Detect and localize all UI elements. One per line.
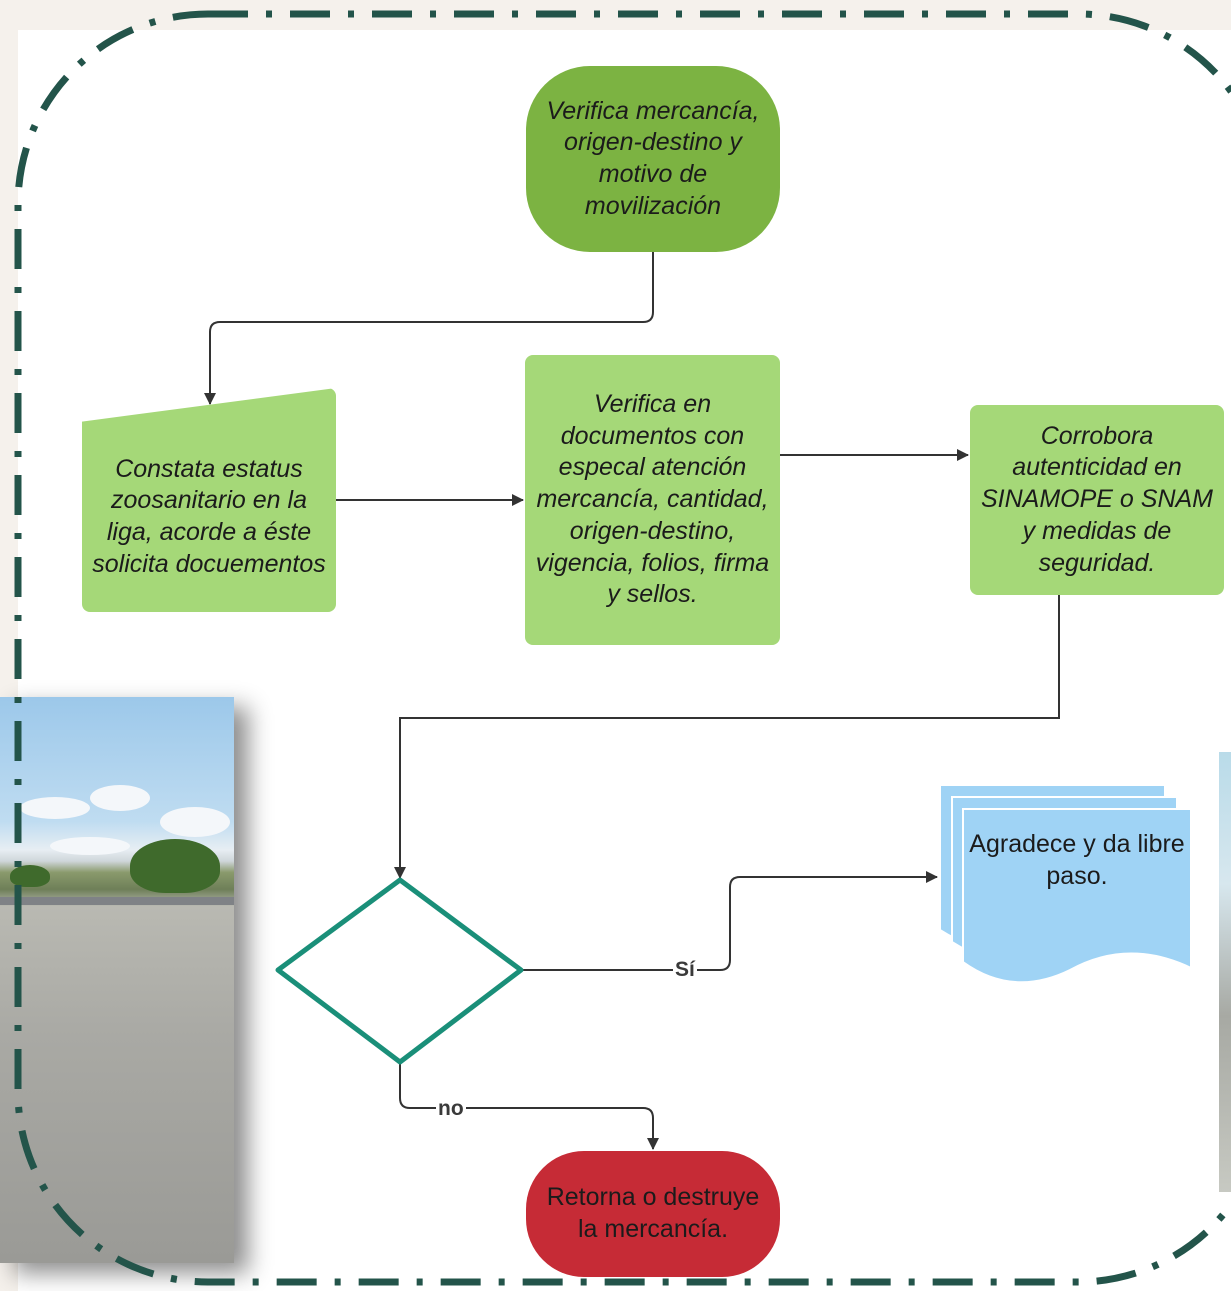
decision-diamond — [275, 877, 524, 1065]
edge-start-to-constata — [204, 252, 654, 405]
agradece-node-text: Agradece y da libre paso. — [969, 829, 1185, 891]
verifica-node: Verifica en documentos con especal atenc… — [525, 355, 780, 645]
edge-yes — [521, 871, 938, 971]
edge-no — [399, 1062, 659, 1150]
background-photo-right — [1219, 752, 1231, 1192]
no-label: no — [436, 1097, 466, 1120]
constata-node-text: Constata estatus zoosanitario en la liga… — [92, 454, 326, 578]
start-node: Verifica mercancía, origen-destino y mot… — [526, 66, 780, 252]
edge-corrobora-to-decision — [394, 595, 1060, 879]
retorna-node-text: Retorna o destruye la mercancía. — [546, 1183, 760, 1243]
retorna-node: Retorna o destruye la mercancía. — [526, 1151, 780, 1277]
background-photo-left — [0, 697, 234, 1263]
start-node-text: Verifica mercancía, origen-destino y mot… — [546, 96, 760, 220]
corrobora-node: Corrobora autenticidad en SINAMOPE o SNA… — [970, 405, 1224, 595]
constata-node: Constata estatus zoosanitario en la liga… — [82, 388, 336, 612]
corrobora-node-text: Corrobora autenticidad en SINAMOPE o SNA… — [981, 421, 1213, 577]
verifica-node-text: Verifica en documentos con especal atenc… — [535, 389, 770, 609]
yes-label: Sí — [673, 958, 697, 981]
dashed-frame — [14, 10, 1231, 1286]
document-stack — [939, 784, 1192, 984]
